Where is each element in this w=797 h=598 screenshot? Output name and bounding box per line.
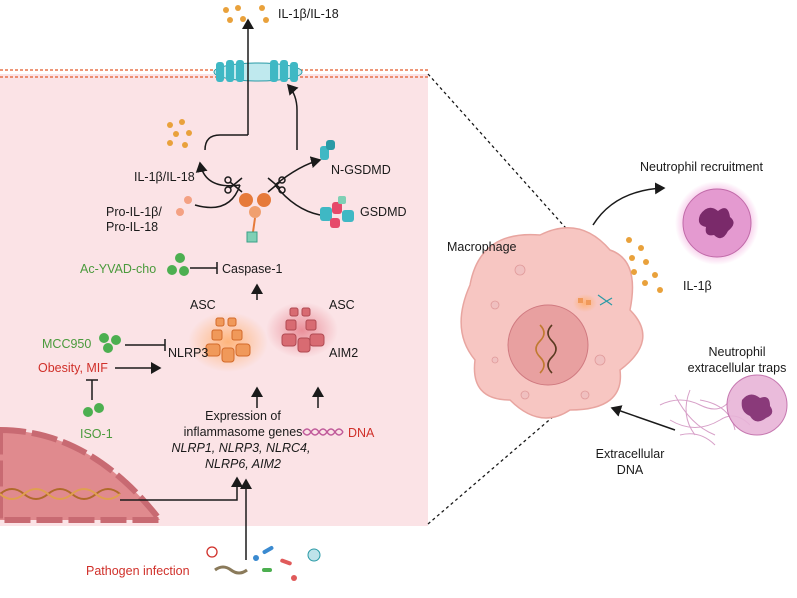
macrophage-inflammasome-icon [573,294,613,312]
expression-line2-label: inflammasome genes [183,425,303,439]
il1b-il18-mature-label: IL-1β/IL-18 [134,170,195,184]
net-line1-label: Neutrophil [708,345,766,359]
nuclear-dna-helix-icon [0,488,121,500]
asc-left-label: ASC [190,298,216,312]
macrophage-nucleus [507,304,589,386]
net-line2-label: extracellular traps [687,361,787,375]
asc-right-label: ASC [329,298,355,312]
gsdmd-pore-icon [213,60,303,82]
caspase-1-enzyme-icon [239,193,271,243]
il-cytokine-dots-icon [223,5,269,23]
pro-il-dots-icon [176,196,192,216]
gsdmd-protein-icon [320,196,354,228]
genes-line2-label: NLRP6, AIM2 [205,457,281,471]
pro-il18-label: Pro-IL-18 [106,220,159,234]
expression-line1-label: Expression of [205,409,281,423]
aim2-label: AIM2 [329,346,359,360]
dna-label: DNA [348,426,375,440]
il1b-right-dots-icon [626,237,663,293]
mcc950-label: MCC950 [42,337,92,351]
mcc950-dots-icon [99,333,121,353]
obesity-mif-label: Obesity, MIF [38,361,108,375]
scissors-icon [224,176,286,194]
n-gsdmd-label: N-GSDMD [331,163,391,177]
macrophage-vesicles [490,264,606,400]
iso-1-label: ISO-1 [80,427,113,441]
ac-yvad-cho-label: Ac-YVAD-cho [80,262,157,276]
mature-il-dots-icon [167,119,192,148]
nlrp3-inflammasome-icon [205,317,251,363]
macrophage-dna-icon [535,324,557,374]
macrophage-label: Macrophage [447,240,517,254]
neutrophil-nucleus [698,207,734,239]
neutrophil-recruitment-label: Neutrophil recruitment [640,160,763,174]
nlrp3-label: NLRP3 [168,346,209,360]
il1b-il18-released-label: IL-1β/IL-18 [278,7,339,21]
aim2-inflammasome-icon [281,307,325,353]
il1b-right-label: IL-1β [683,279,712,293]
dna-coil-icon [302,428,344,436]
caspase-1-label: Caspase-1 [222,262,283,276]
nlrp3-inflammasome-glow [188,312,268,372]
gsdmd-label: GSDMD [360,205,407,219]
extracellular-dna-line2-label: DNA [616,463,644,477]
net-neutrophil-nucleus [741,394,773,422]
extracellular-dna-line1-label: Extracellular [595,447,665,461]
genes-line1-label: NLRP1, NLRP3, NLRC4, [171,441,311,455]
pathogen-infection-label: Pathogen infection [86,564,190,578]
ac-yvad-cho-dots-icon [167,253,189,276]
pathogens-icon [206,546,321,581]
n-gsdmd-protein-icon [320,140,335,160]
iso-1-dots-icon [83,403,104,417]
pro-il1b-label: Pro-IL-1β/ [106,205,162,219]
